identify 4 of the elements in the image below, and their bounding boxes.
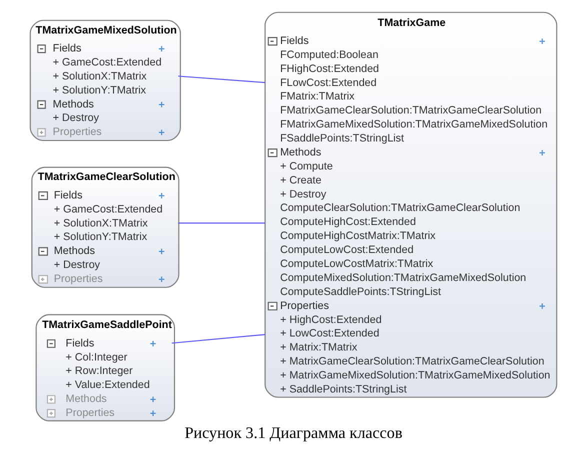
connector bbox=[178, 222, 266, 224]
connector bbox=[172, 334, 266, 344]
caption: Рисунок 3.1 Диаграмма классов bbox=[184, 424, 402, 442]
connector bbox=[178, 76, 266, 84]
